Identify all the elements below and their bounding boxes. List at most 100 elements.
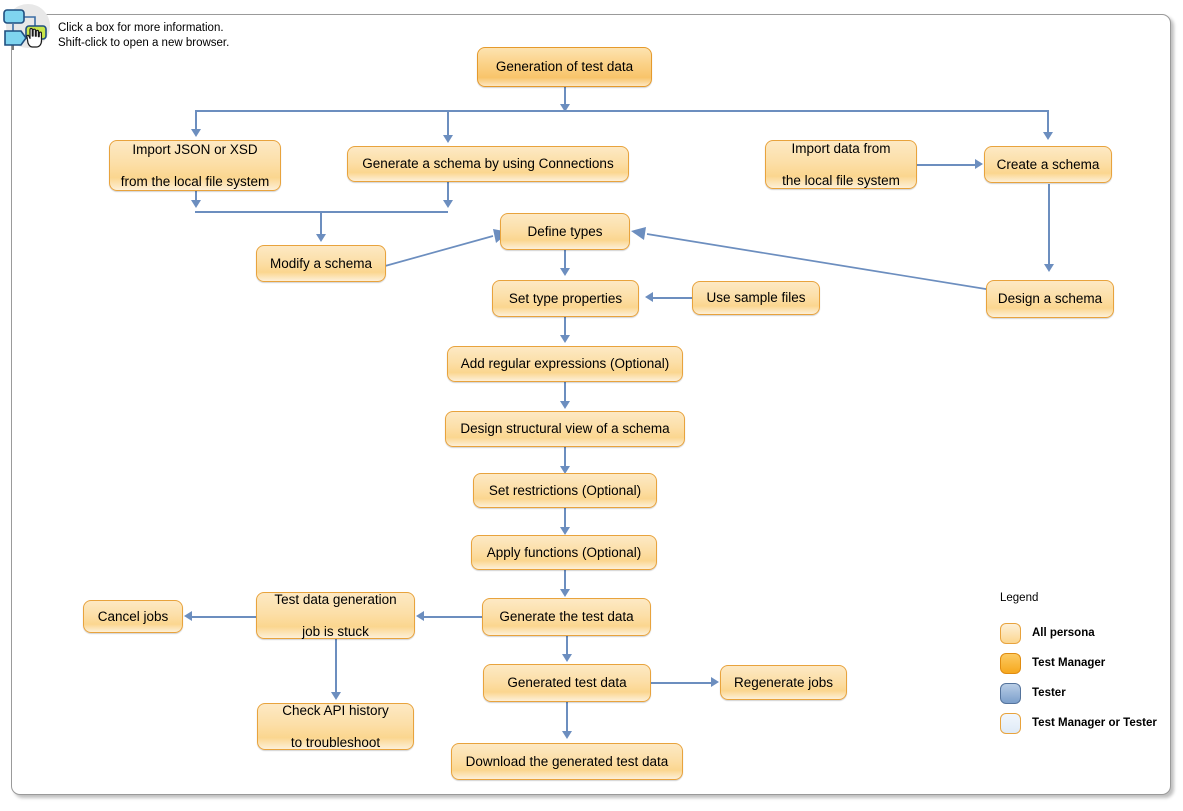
legend-label: All persona (1032, 627, 1095, 639)
connector-arrow (560, 335, 570, 343)
connector-arrow (191, 129, 201, 137)
node-cancel-jobs[interactable]: Cancel jobs (83, 600, 183, 633)
connector-arrow (443, 200, 453, 208)
legend: Legend All persona Test Manager Tester T… (1000, 592, 1170, 738)
node-generated-test-data[interactable]: Generated test data (483, 664, 651, 702)
connector-line (195, 191, 197, 203)
node-label: Test data generation job is stuck (274, 592, 396, 640)
node-label: Design a schema (997, 291, 1103, 306)
node-import-data-from-local-file-system[interactable]: Import data from the local file system (765, 140, 917, 189)
connector-line (192, 616, 256, 618)
connector-arrow (562, 654, 572, 662)
node-label-line2: job is stuck (302, 623, 369, 639)
node-label: Check API history to troubleshoot (282, 703, 389, 751)
node-download-the-generated-test-data[interactable]: Download the generated test data (451, 743, 683, 780)
node-import-json-or-xsd[interactable]: Import JSON or XSD from the local file s… (109, 140, 281, 191)
connector-line (195, 110, 1048, 112)
legend-label: Test Manager or Tester (1032, 717, 1157, 729)
node-label: Use sample files (706, 290, 806, 305)
node-test-data-generation-job-is-stuck[interactable]: Test data generation job is stuck (256, 592, 415, 639)
connector-line (566, 702, 568, 734)
node-label-line2: to troubleshoot (290, 734, 381, 750)
connector-arrow (331, 692, 341, 700)
test-manager-swatch (1000, 652, 1021, 674)
hint-line-2: Shift-click to open a new browser. (58, 37, 230, 49)
connector-line (320, 211, 322, 237)
node-label: Generation of test data (495, 59, 634, 74)
connector-arrow (560, 104, 570, 112)
node-label: Generate a schema by using Connections (362, 156, 614, 171)
node-design-a-schema[interactable]: Design a schema (986, 280, 1114, 318)
node-design-structural-view[interactable]: Design structural view of a schema (445, 411, 685, 447)
node-apply-functions[interactable]: Apply functions (Optional) (471, 535, 657, 570)
node-label-line1: Import data from (791, 140, 891, 156)
connector-line (447, 182, 449, 203)
legend-item-tester: Tester (1000, 678, 1170, 708)
connector-arrow (560, 401, 570, 409)
connector-line (335, 639, 337, 694)
connector-line (424, 616, 482, 618)
node-use-sample-files[interactable]: Use sample files (692, 281, 820, 315)
connector-line (447, 110, 449, 138)
node-label: Download the generated test data (465, 753, 669, 769)
connector-arrow (184, 611, 192, 621)
legend-item-all-persona: All persona (1000, 618, 1170, 648)
node-label: Import JSON or XSD from the local file s… (121, 142, 270, 190)
connector-line (917, 164, 977, 166)
flowchart-click-icon (3, 4, 50, 50)
node-label: Create a schema (996, 156, 1100, 172)
node-check-api-history[interactable]: Check API history to troubleshoot (257, 703, 414, 750)
legend-label: Tester (1032, 687, 1066, 699)
connector-arrow (191, 200, 201, 208)
connector-diagonal (384, 229, 509, 267)
node-label: Import data from the local file system (782, 141, 900, 189)
connector-arrow (562, 731, 572, 739)
node-label-line1: Import JSON or XSD (132, 141, 258, 157)
node-add-regular-expressions[interactable]: Add regular expressions (Optional) (447, 346, 683, 382)
legend-item-test-manager: Test Manager (1000, 648, 1170, 678)
connector-arrow (416, 611, 424, 621)
node-regenerate-jobs[interactable]: Regenerate jobs (720, 665, 847, 700)
connector-arrow (560, 527, 570, 535)
connector-arrow (316, 234, 326, 242)
legend-label: Test Manager (1032, 657, 1106, 669)
all-persona-swatch (1000, 622, 1021, 644)
hint-line-1: Click a box for more information. (58, 22, 224, 34)
connector-line (564, 447, 566, 470)
node-label-line2: from the local file system (120, 173, 270, 189)
node-label: Define types (527, 223, 603, 239)
connector-line (1048, 184, 1050, 267)
node-define-types[interactable]: Define types (500, 213, 630, 250)
node-generate-schema-by-using-connections[interactable]: Generate a schema by using Connections (347, 146, 629, 182)
connector-line (564, 382, 566, 405)
node-label: Modify a schema (269, 255, 373, 271)
test-manager-or-tester-swatch (1000, 712, 1021, 734)
connector-line (564, 87, 566, 107)
node-label: Apply functions (Optional) (486, 544, 642, 560)
connector-arrow (560, 466, 570, 474)
node-generation-of-test-data[interactable]: Generation of test data (477, 47, 652, 87)
connector-arrow (1043, 132, 1053, 140)
connector-line (564, 317, 566, 338)
node-label: Set restrictions (Optional) (488, 482, 642, 498)
hint-badge: Click a box for more information. Shift-… (0, 0, 360, 51)
connector-arrow (560, 268, 570, 276)
node-label-line1: Test data generation (274, 591, 397, 607)
node-generate-the-test-data[interactable]: Generate the test data (482, 598, 651, 636)
node-modify-a-schema[interactable]: Modify a schema (256, 245, 386, 282)
connector-line (564, 508, 566, 530)
node-set-restrictions[interactable]: Set restrictions (Optional) (473, 473, 657, 508)
node-create-a-schema[interactable]: Create a schema (984, 146, 1112, 183)
node-label: Generate the test data (499, 609, 634, 624)
node-label-line1: Check API history (282, 702, 389, 718)
connector-line (195, 110, 197, 132)
hint-text: Click a box for more information. Shift-… (58, 21, 229, 51)
tester-swatch (1000, 682, 1021, 704)
node-label: Cancel jobs (97, 608, 169, 624)
node-label: Design structural view of a schema (460, 421, 670, 436)
legend-title: Legend (1000, 592, 1039, 604)
node-set-type-properties[interactable]: Set type properties (492, 280, 639, 317)
connector-line (564, 570, 566, 594)
node-label-line2: the local file system (782, 172, 900, 188)
connector-arrow (443, 135, 453, 143)
